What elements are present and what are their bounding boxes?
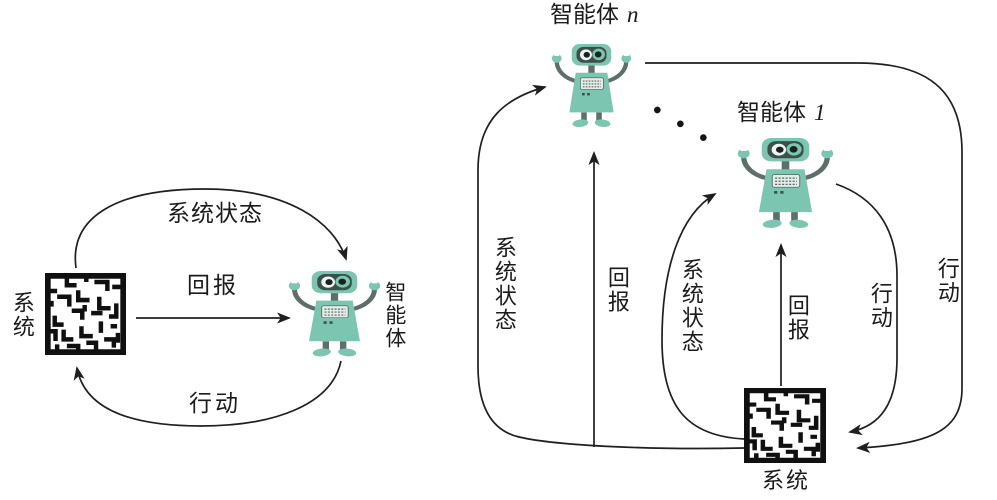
right-system-maze-icon (747, 391, 823, 461)
agent-n-title-text: 智能体 (550, 2, 619, 27)
right-action-n-label: 行动 (934, 257, 960, 305)
right-action-n-arrow (645, 62, 963, 453)
left-agent-label: 智能体 (382, 281, 407, 350)
left-state-label: 系统状态 (167, 201, 263, 226)
right-state-1-arrow (661, 192, 745, 440)
left-reward-label: 回报 (187, 273, 239, 298)
right-action-1-arrow (835, 183, 898, 436)
agent-1-index: 1 (814, 100, 826, 125)
agent-n-index: n (627, 2, 639, 27)
left-system-maze-icon (48, 276, 123, 352)
agent-1-title-text: 智能体 (737, 100, 806, 125)
left-action-arrow (73, 360, 342, 427)
right-state-n-arrow (477, 84, 745, 450)
right-system-label: 系统 (762, 468, 811, 493)
left-agent-robot-icon (289, 271, 380, 357)
right-reward-1-label: 回报 (784, 294, 810, 342)
agent-1-title: 智能体 1 (737, 101, 826, 125)
right-action-1-label: 行动 (867, 282, 893, 330)
left-state-arrow (74, 188, 348, 269)
agent-1-robot-icon (738, 138, 833, 229)
left-system-label: 系统 (9, 291, 35, 339)
right-state-1-label: 系统状态 (678, 258, 704, 354)
agent-n-robot-icon (552, 44, 631, 128)
right-reward-n-label: 回报 (604, 266, 630, 314)
agent-n-title: 智能体 n (550, 3, 639, 27)
left-action-label: 行动 (189, 391, 241, 416)
right-state-n-label: 系统状态 (491, 236, 517, 332)
